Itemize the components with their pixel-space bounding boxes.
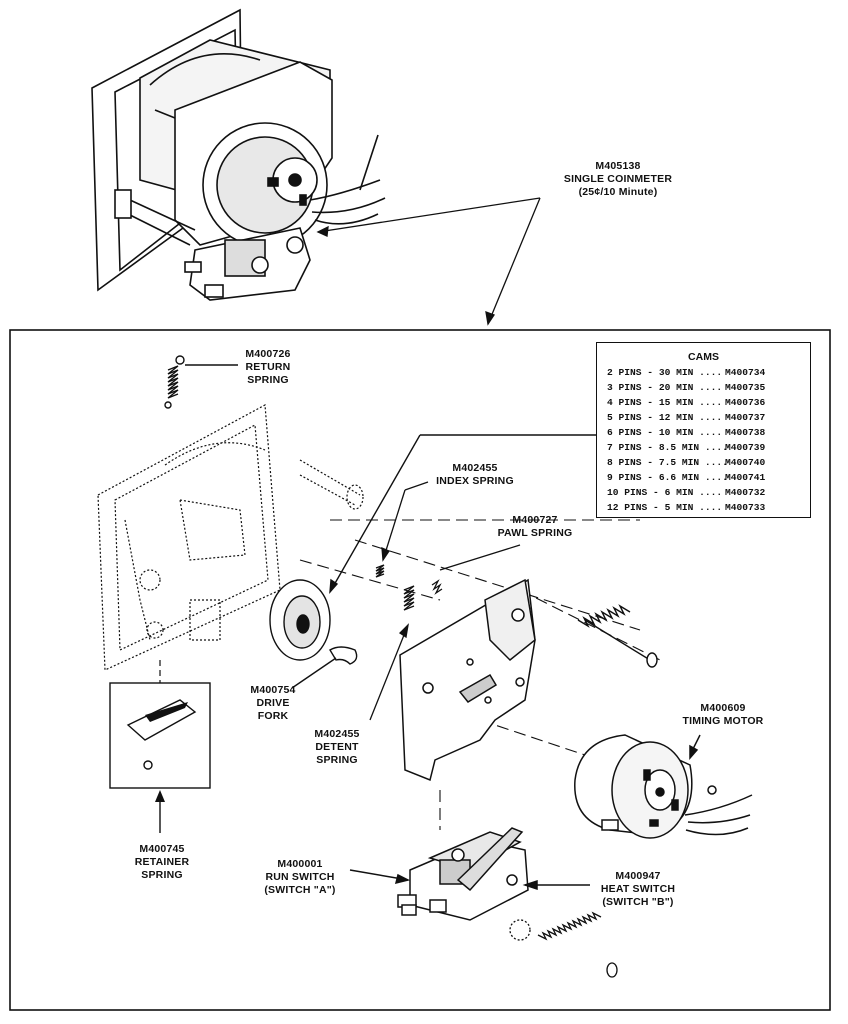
cam-row: 5 PINS - 12 MIN ....M400737 [607, 412, 807, 424]
coinmeter-name: SINGLE COINMETER [563, 173, 673, 185]
retainer-spring-label: M400745 RETAINER SPRING [122, 843, 202, 882]
run-switch-part-number: M400001 [277, 858, 323, 870]
run-switch-label: M400001 RUN SWITCH (SWITCH "A") [250, 858, 350, 897]
cam-pins: 8 PINS - 7.5 MIN .... [607, 457, 728, 468]
pawl-spring-label: M400727 PAWL SPRING [485, 514, 585, 540]
drive-fork-name-line2: FORK [257, 710, 289, 722]
cam-row: 10 PINS - 6 MIN ....M400732 [607, 487, 807, 499]
cam-row: 4 PINS - 15 MIN ....M400736 [607, 397, 807, 409]
timing-motor [574, 734, 753, 839]
cam-row: 6 PINS - 10 MIN ....M400738 [607, 427, 807, 439]
detent-spring-name-line2: SPRING [316, 754, 358, 766]
drive-fork-name-line1: DRIVE [256, 697, 290, 709]
cam-part-number: M400740 [725, 457, 766, 468]
cam-part-number: M400739 [725, 442, 766, 453]
index-spring [375, 481, 429, 578]
retainer-spring-name-line1: RETAINER [134, 856, 190, 868]
pawl-spring-name: PAWL SPRING [497, 527, 573, 539]
cam-pins: 9 PINS - 6.6 MIN .... [607, 472, 728, 483]
cam-part-number: M400734 [725, 367, 766, 378]
index-spring-label: M402455 INDEX SPRING [425, 462, 525, 488]
cams-table: CAMS 2 PINS - 30 MIN ....M400734 3 PINS … [596, 342, 811, 518]
return-spring [164, 355, 238, 409]
cam-part-number: M400738 [725, 427, 766, 438]
cam-row: 8 PINS - 7.5 MIN ....M400740 [607, 457, 807, 469]
coinmeter-label: M405138 SINGLE COINMETER (25¢/10 Minute) [548, 160, 688, 199]
cam-part-number: M400741 [725, 472, 766, 483]
index-spring-name: INDEX SPRING [436, 475, 514, 487]
return-spring-label: M400726 RETURN SPRING [228, 348, 308, 387]
coinmeter-part-number: M405138 [595, 160, 641, 172]
cam-part-number: M400736 [725, 397, 766, 408]
cam-wheel [269, 434, 596, 661]
cam-pins: 6 PINS - 10 MIN .... [607, 427, 723, 438]
cam-part-number: M400732 [725, 487, 766, 498]
coinmeter-pointers [316, 197, 541, 326]
retainer-spring-part-number: M400745 [139, 843, 185, 855]
timing-motor-part-number: M400609 [700, 702, 746, 714]
cam-pins: 3 PINS - 20 MIN .... [607, 382, 723, 393]
cam-part-number: M400737 [725, 412, 766, 423]
pawl-spring-part-number: M400727 [512, 514, 558, 526]
cam-row: 7 PINS - 8.5 MIN ....M400739 [607, 442, 807, 454]
retainer-spring-name-line2: SPRING [141, 869, 183, 881]
drive-fork [291, 646, 358, 689]
drive-fork-part-number: M400754 [250, 684, 296, 696]
cam-row: 3 PINS - 20 MIN ....M400735 [607, 382, 807, 394]
heat-switch-label: M400947 HEAT SWITCH (SWITCH "B") [588, 870, 688, 909]
mounting-plate [399, 578, 536, 782]
retainer-spring [109, 660, 211, 833]
cam-row: 9 PINS - 6.6 MIN ....M400741 [607, 472, 807, 484]
drive-fork-label: M400754 DRIVE FORK [238, 684, 308, 723]
heat-switch-name: HEAT SWITCH [600, 883, 676, 895]
cam-pins: 12 PINS - 5 MIN .... [607, 502, 723, 513]
switch-assembly [349, 827, 590, 921]
cam-pins: 2 PINS - 30 MIN .... [607, 367, 723, 378]
timing-motor-label: M400609 TIMING MOTOR [668, 702, 778, 728]
detent-spring-name-line1: DETENT [315, 741, 359, 753]
cam-row: 12 PINS - 5 MIN ....M400733 [607, 502, 807, 514]
detent-spring-label: M402455 DETENT SPRING [302, 728, 372, 767]
run-switch-designation: (SWITCH "A") [264, 884, 336, 896]
cam-pins: 10 PINS - 6 MIN .... [607, 487, 723, 498]
index-spring-part-number: M402455 [452, 462, 498, 474]
cam-pins: 5 PINS - 12 MIN .... [607, 412, 723, 423]
return-spring-name-line1: RETURN [245, 361, 291, 373]
return-spring-part-number: M400726 [245, 348, 291, 360]
run-switch-name: RUN SWITCH [265, 871, 335, 883]
cam-pins: 7 PINS - 8.5 MIN .... [607, 442, 728, 453]
cam-part-number: M400733 [725, 502, 766, 513]
cam-pins: 4 PINS - 15 MIN .... [607, 397, 723, 408]
frame-plate [97, 404, 364, 671]
cam-row: 2 PINS - 30 MIN ....M400734 [607, 367, 807, 379]
screw [577, 604, 658, 668]
lock-washer-and-screw [509, 911, 618, 978]
assembly-axis-lines [299, 519, 661, 830]
cam-part-number: M400735 [725, 382, 766, 393]
pawl-spring [431, 544, 521, 595]
return-spring-name-line2: SPRING [247, 374, 289, 386]
cams-title: CAMS [688, 351, 719, 363]
heat-switch-part-number: M400947 [615, 870, 661, 882]
detent-spring [369, 585, 415, 721]
detent-spring-part-number: M402455 [314, 728, 360, 740]
coinmeter-assembly [91, 8, 386, 301]
heat-switch-designation: (SWITCH "B") [602, 896, 674, 908]
timing-motor-name: TIMING MOTOR [682, 715, 764, 727]
exploded-view-frame [9, 329, 831, 1011]
coinmeter-rate: (25¢/10 Minute) [578, 186, 658, 198]
